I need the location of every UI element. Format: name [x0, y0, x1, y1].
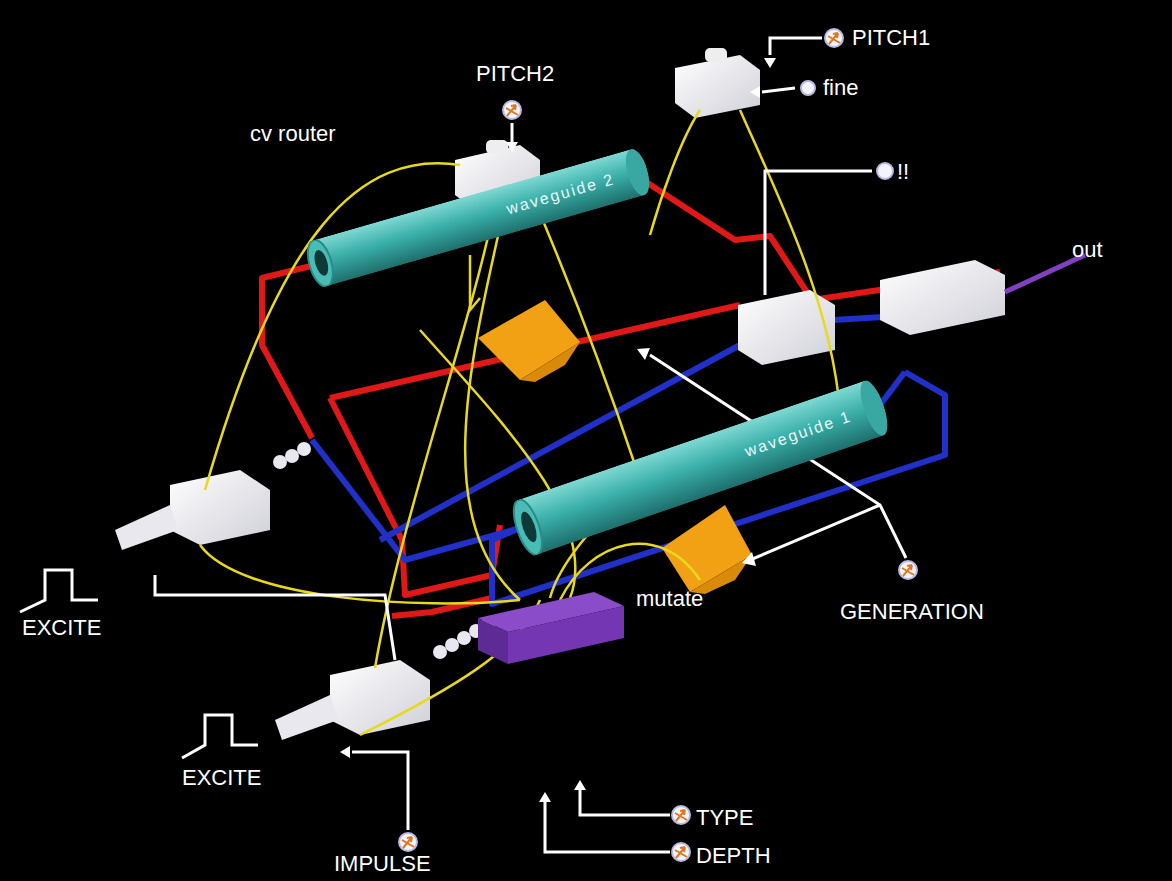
- control-label: TYPE: [696, 806, 753, 830]
- part-name: cv router: [250, 122, 336, 146]
- signal-name: EXCITE: [182, 766, 261, 790]
- block-name: mutate: [636, 586, 703, 612]
- mutate-block: mutate: [474, 578, 724, 666]
- control-label: fine: [823, 76, 858, 100]
- control-label: IMPULSE: [334, 852, 431, 876]
- signal-name: out: [1072, 238, 1103, 262]
- control-label: GENERATION: [840, 600, 984, 624]
- control-label: DEPTH: [696, 844, 771, 868]
- signal-name: EXCITE: [22, 616, 101, 640]
- control-label: PITCH2: [476, 62, 554, 86]
- control-label: !!: [897, 160, 909, 184]
- control-label: PITCH1: [852, 26, 930, 50]
